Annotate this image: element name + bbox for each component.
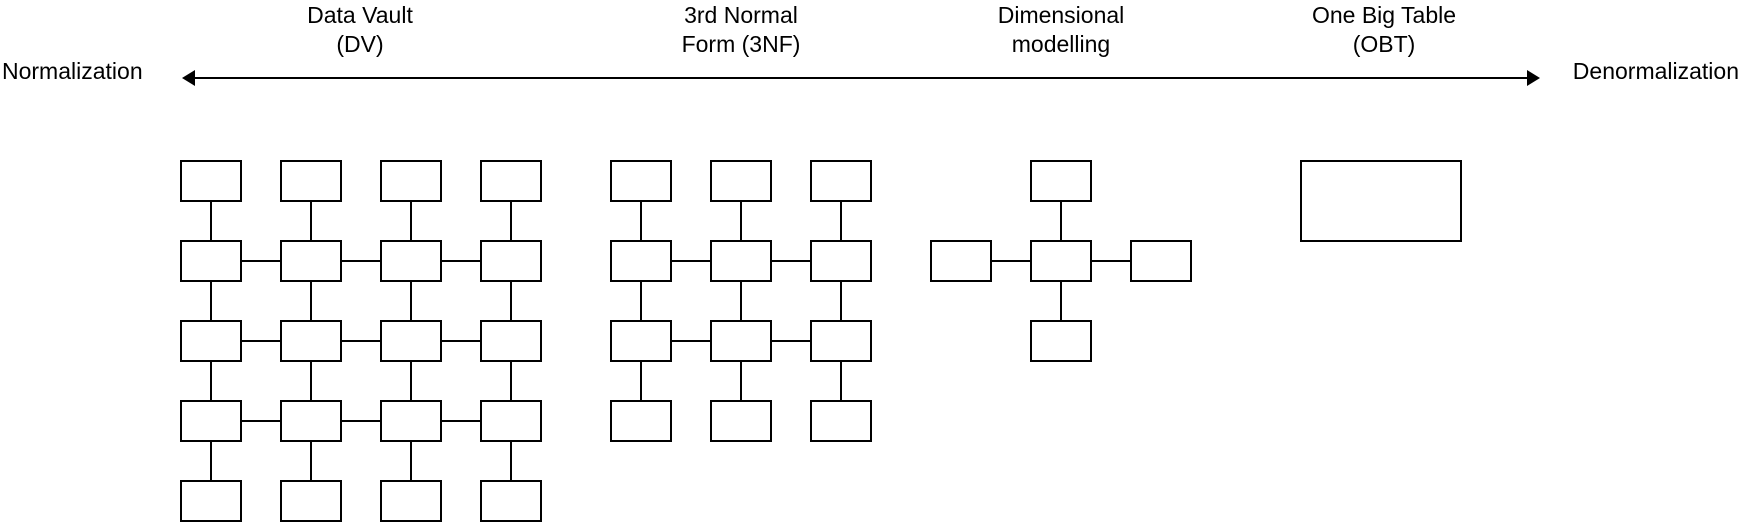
data-vault-table-box bbox=[380, 160, 442, 202]
one-big-table-table-box bbox=[1300, 160, 1462, 242]
spectrum-arrowhead-left-icon bbox=[182, 70, 195, 86]
data-vault-table-box bbox=[480, 320, 542, 362]
data-vault-table-box bbox=[480, 480, 542, 522]
data-vault-table-box bbox=[280, 320, 342, 362]
third-normal-form-table-box bbox=[710, 400, 772, 442]
group-label-line: (DV) bbox=[336, 31, 384, 57]
data-vault-table-box bbox=[380, 480, 442, 522]
third-normal-form-table-box bbox=[610, 320, 672, 362]
data-vault-table-box bbox=[280, 480, 342, 522]
axis-label-denormalization: Denormalization bbox=[1572, 58, 1739, 84]
data-vault-table-box bbox=[180, 480, 242, 522]
group-label-dimensional-modelling: Dimensional modelling bbox=[891, 1, 1231, 59]
data-vault-table-box bbox=[380, 320, 442, 362]
data-vault-table-box bbox=[280, 400, 342, 442]
data-vault-table-box bbox=[280, 240, 342, 282]
group-label-one-big-table: One Big Table (OBT) bbox=[1214, 1, 1554, 59]
dimensional-modelling-table-box bbox=[1030, 240, 1092, 282]
dimensional-modelling-table-box bbox=[1030, 160, 1092, 202]
data-vault-table-box bbox=[480, 160, 542, 202]
third-normal-form-table-box bbox=[810, 400, 872, 442]
data-vault-table-box bbox=[480, 400, 542, 442]
data-vault-table-box bbox=[380, 400, 442, 442]
group-label-line: (OBT) bbox=[1352, 31, 1416, 57]
third-normal-form-table-box bbox=[810, 240, 872, 282]
dimensional-modelling-table-box bbox=[930, 240, 992, 282]
data-vault-table-box bbox=[480, 240, 542, 282]
group-label-line: One Big Table bbox=[1311, 2, 1457, 28]
third-normal-form-table-box bbox=[610, 240, 672, 282]
group-label-line: modelling bbox=[1011, 31, 1111, 57]
third-normal-form-table-box bbox=[710, 240, 772, 282]
data-vault-table-box bbox=[180, 320, 242, 362]
third-normal-form-table-box bbox=[610, 400, 672, 442]
third-normal-form-table-box bbox=[810, 160, 872, 202]
group-label-line: Dimensional bbox=[997, 2, 1125, 28]
group-label-data-vault: Data Vault (DV) bbox=[190, 1, 530, 59]
data-vault-table-box bbox=[380, 240, 442, 282]
group-label-third-normal-form: 3rd Normal Form (3NF) bbox=[571, 1, 911, 59]
data-vault-table-box bbox=[180, 400, 242, 442]
data-vault-table-box bbox=[180, 240, 242, 282]
group-label-line: Form (3NF) bbox=[681, 31, 801, 57]
data-vault-table-box bbox=[180, 160, 242, 202]
third-normal-form-table-box bbox=[610, 160, 672, 202]
group-label-line: Data Vault bbox=[307, 2, 413, 28]
spectrum-arrowhead-right-icon bbox=[1527, 70, 1540, 86]
dimensional-modelling-table-box bbox=[1130, 240, 1192, 282]
third-normal-form-table-box bbox=[810, 320, 872, 362]
third-normal-form-table-box bbox=[710, 160, 772, 202]
data-vault-table-box bbox=[280, 160, 342, 202]
dimensional-modelling-table-box bbox=[1030, 320, 1092, 362]
axis-label-normalization: Normalization bbox=[2, 58, 143, 84]
group-label-line: 3rd Normal bbox=[684, 2, 798, 28]
third-normal-form-table-box bbox=[710, 320, 772, 362]
